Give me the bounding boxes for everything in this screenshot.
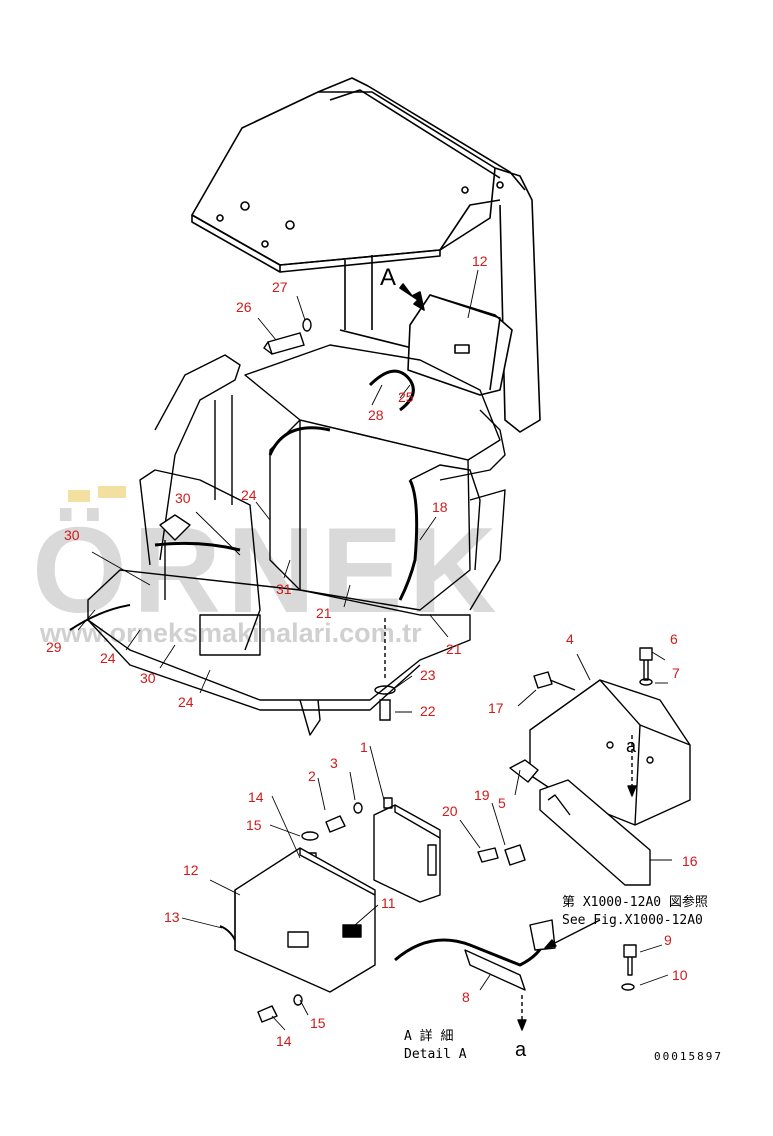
callout-15-lower: 15 [310,1015,326,1031]
callout-8: 8 [462,989,470,1005]
fasteners-upper [263,318,396,721]
callout-14-lower: 14 [276,1033,292,1049]
watermark-accent [68,490,90,502]
figure-number: 00015897 [654,1050,723,1063]
callout-22: 22 [420,703,436,719]
callout-18: 18 [432,499,448,515]
callout-9: 9 [664,932,672,948]
callout-29: 29 [46,639,62,655]
callout-30-left: 30 [64,527,80,543]
callout-4: 4 [566,631,574,647]
callout-17: 17 [488,700,504,716]
callout-12-upper: 12 [472,253,488,269]
detail-mark-a-upper: a [626,736,637,756]
callout-21-left: 21 [316,605,332,621]
detail-mark-a-lower: a [515,1039,527,1061]
detail-title-en: Detail A [404,1047,467,1062]
callout-20: 20 [442,803,458,819]
callout-30-upper: 30 [175,490,191,506]
callout-30-lower: 30 [140,670,156,686]
callout-23: 23 [420,667,436,683]
callout-19: 19 [474,787,490,803]
detail-a-parts [219,647,691,1031]
detail-title-jp: A 詳 細 [404,1028,453,1044]
callout-25: 25 [398,389,414,405]
callout-26: 26 [236,299,252,315]
callout-2: 2 [308,768,316,784]
callout-11: 11 [381,895,396,911]
callout-16: 16 [682,853,698,869]
callout-24-left: 24 [100,650,116,666]
callout-21-right: 21 [446,641,462,657]
callout-12-lower: 12 [183,862,199,878]
watermark-site: www.orneksmakinalari.com.tr [39,618,422,648]
callout-24-upper: 24 [241,487,257,503]
callout-3: 3 [330,755,338,771]
callout-24-lower: 24 [178,694,194,710]
callout-labels: 12 27 26 28 25 30 24 30 18 31 21 21 29 2… [46,253,698,1049]
reference-jp: 第 X1000-12A0 図参照 [562,894,708,910]
callout-14-upper: 14 [248,789,264,805]
main-frame [69,344,506,736]
callout-10: 10 [672,967,688,983]
view-marker-a: A [380,264,396,291]
watermark-accent [98,486,126,498]
callout-13: 13 [164,909,180,925]
canopy-assembly [191,77,541,433]
leader-lines [77,269,672,1031]
callout-1: 1 [360,739,368,755]
callout-15-upper: 15 [246,817,262,833]
callout-7: 7 [672,665,680,681]
callout-6: 6 [670,631,678,647]
callout-27: 27 [272,279,288,295]
callout-31: 31 [276,581,292,597]
annotations: A 第 X1000-12A0 図参照 See Fig.X1000-12A0 A … [380,264,723,1063]
callout-5: 5 [498,795,506,811]
reference-en: See Fig.X1000-12A0 [562,913,703,928]
callout-28: 28 [368,407,384,423]
